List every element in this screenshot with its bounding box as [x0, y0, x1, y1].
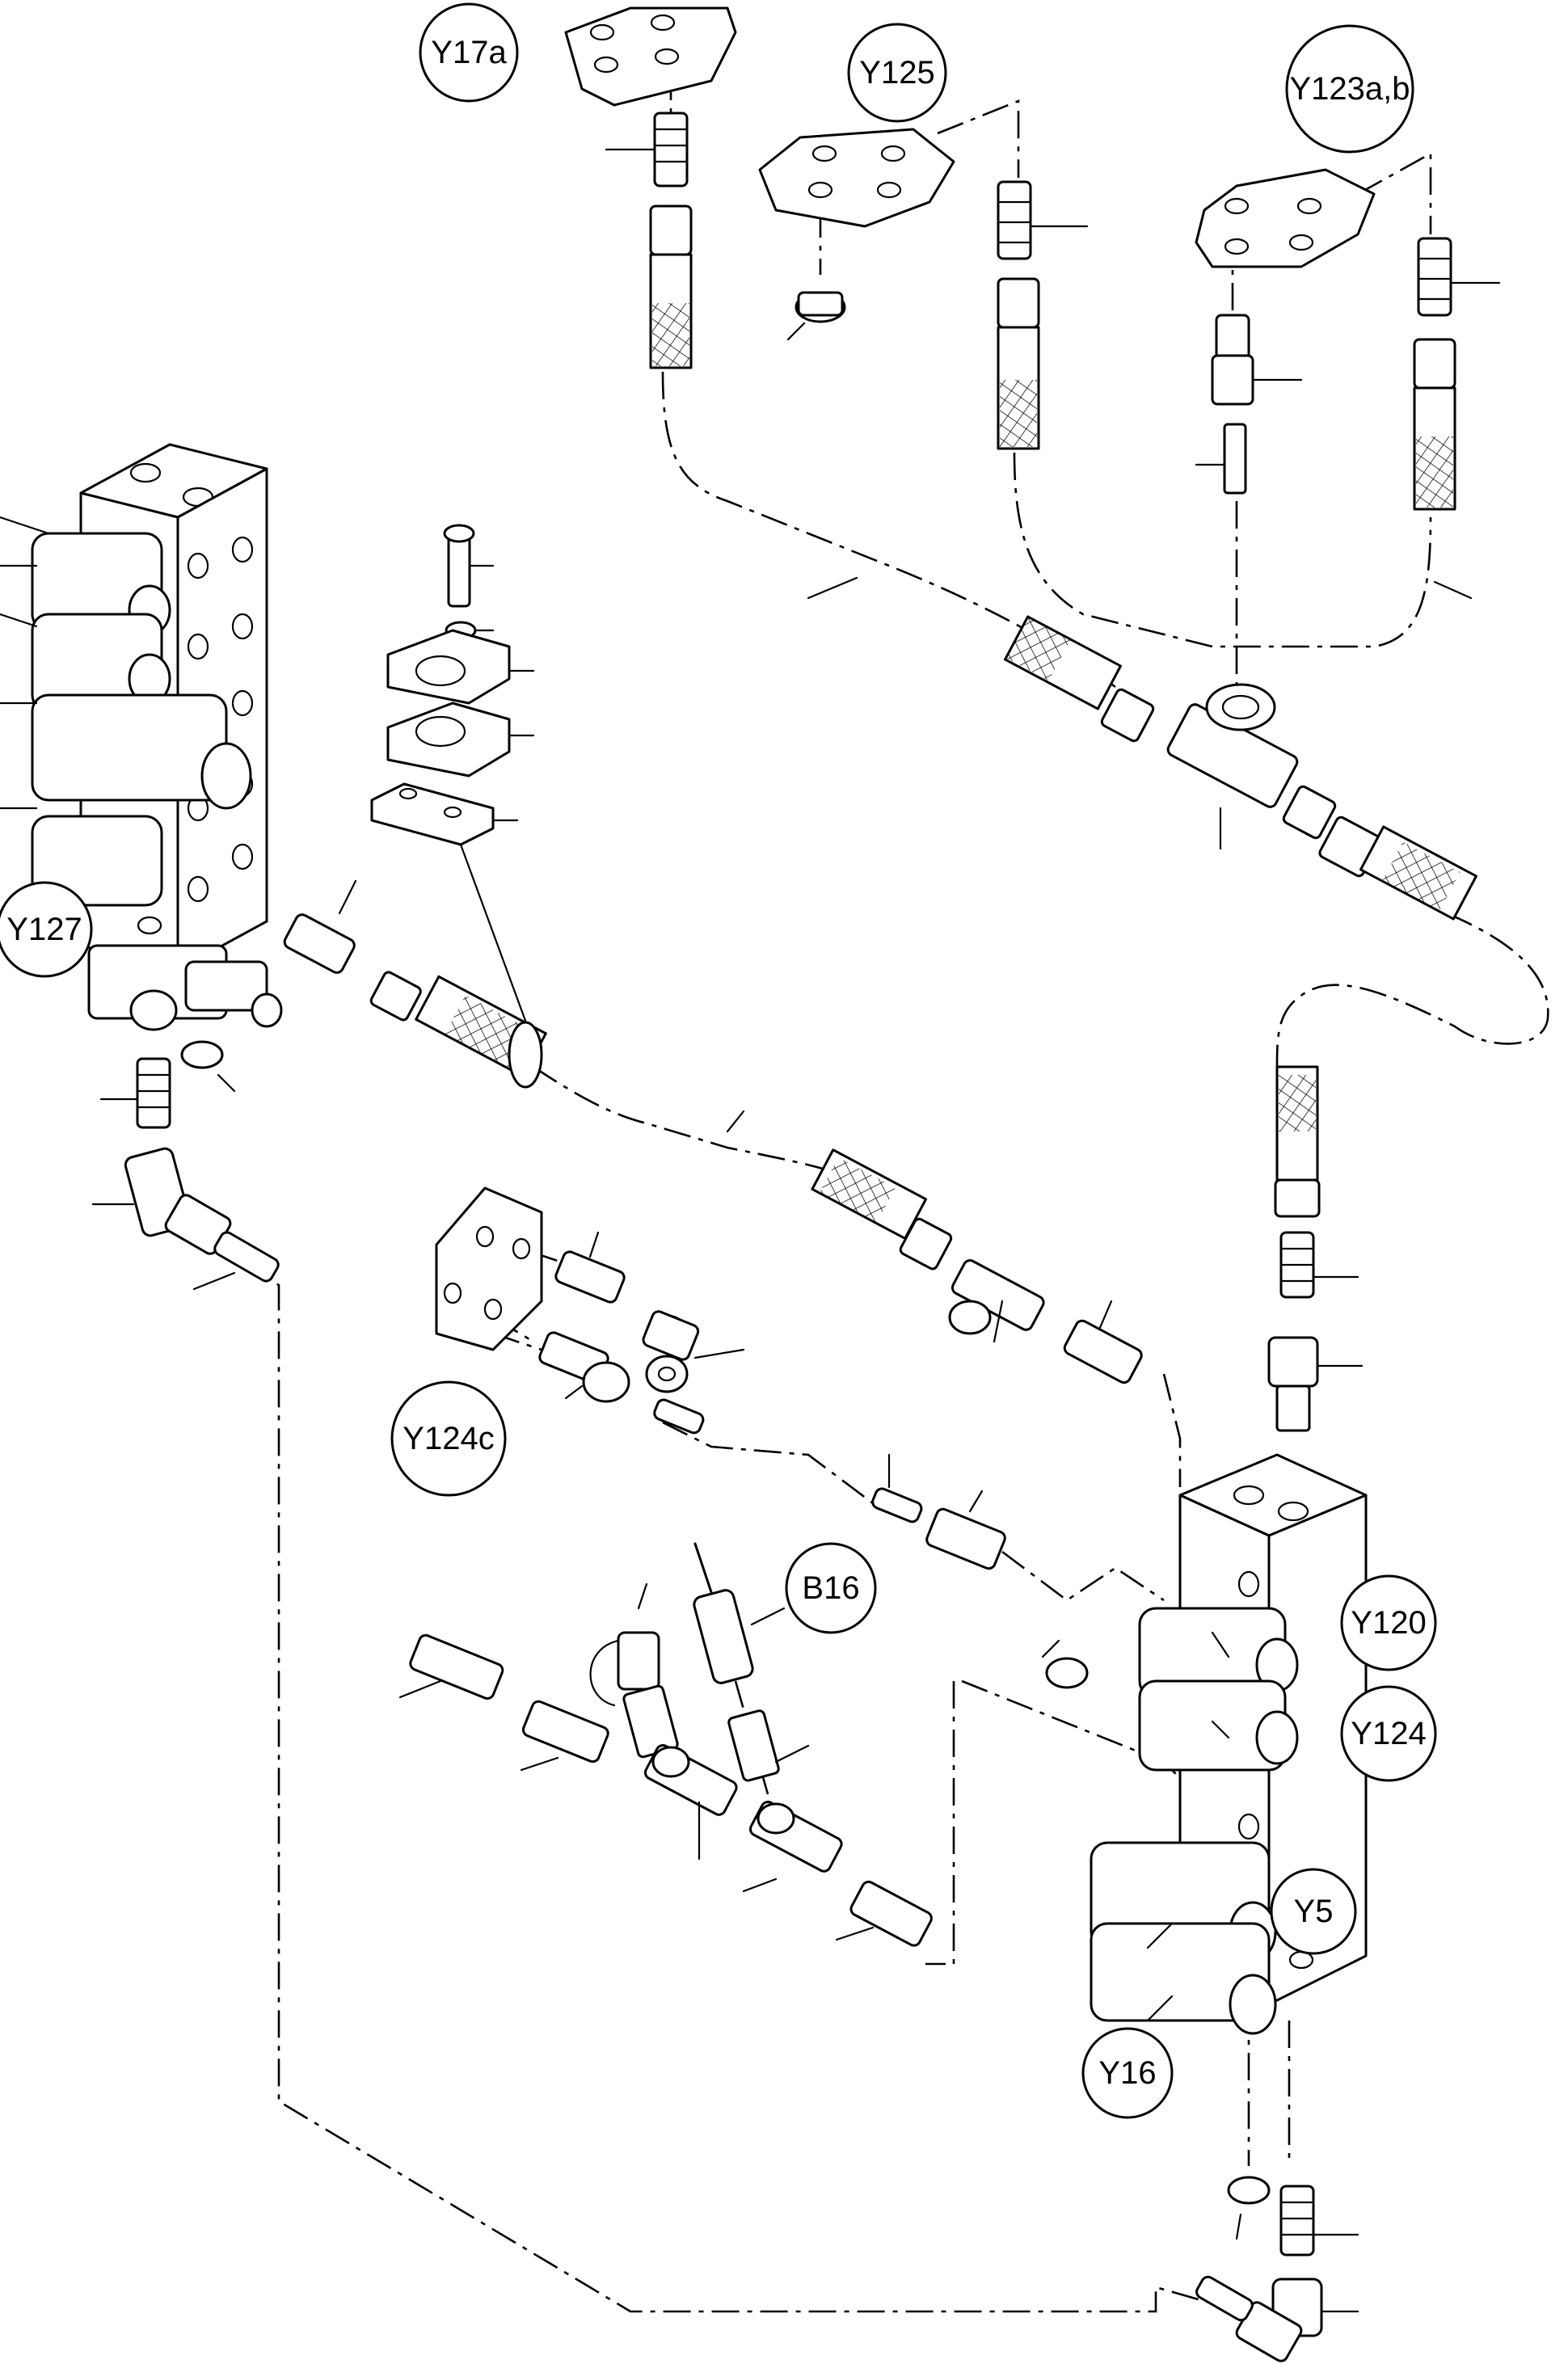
y124c-plate [435, 1186, 543, 1351]
bottom-pipe-stub [1195, 2275, 1254, 2322]
callout-y127: Y127 [0, 881, 93, 978]
bottom-fitting-1 [1279, 2185, 1315, 2257]
b16-fitting [727, 1709, 780, 1782]
left-valve-block [0, 443, 283, 1093]
left-lower-fitting-1 [136, 1057, 171, 1129]
left-lower-fittings [91, 1057, 280, 1291]
b16-cable [693, 1542, 713, 1594]
clamp-base-plate [370, 782, 495, 846]
label-y125: Y125 [859, 55, 934, 91]
y16-solenoid [1090, 1922, 1271, 2022]
b16-sensor-assembly [398, 1542, 933, 1947]
y123-fitting-right [1417, 237, 1452, 317]
callout-y5: Y5 [1270, 1868, 1357, 1955]
label-y5: Y5 [1294, 1894, 1334, 1929]
lower-left-fitting-1 [409, 1633, 504, 1700]
clamp-bolt [447, 532, 471, 608]
y124c-pin [653, 1398, 705, 1435]
hose-route-y17a [661, 371, 1116, 689]
label-y16: Y16 [1098, 2055, 1156, 2091]
callout-y16: Y16 [1081, 2027, 1174, 2119]
callout-y125: Y125 [847, 23, 947, 123]
upper-tee-assembly [807, 576, 1477, 921]
hose-sleeve [508, 1021, 543, 1089]
gauge-port-cap [617, 1631, 660, 1691]
lower-left-fitting-2 [521, 1700, 609, 1764]
valve-to-block-line [533, 1065, 890, 1198]
clamp-assembly [370, 524, 535, 1044]
inlet-fitting [925, 1507, 1006, 1570]
y125-assembly [758, 128, 1089, 450]
block-entry-line [1001, 1550, 1165, 1602]
callout-y120: Y120 [1340, 1574, 1437, 1671]
y124c-assembly [435, 1186, 745, 1435]
bottom-plug [1227, 2176, 1271, 2205]
label-y127: Y127 [6, 912, 82, 947]
vertical-fitting-2 [1267, 1336, 1319, 1388]
solenoid-4 [31, 815, 163, 907]
b16-sensor [693, 1589, 754, 1684]
y123-pin [1223, 423, 1247, 495]
cap-chain [589, 1639, 620, 1707]
y127-plug [180, 1040, 224, 1069]
callout-y124c: Y124c [390, 1380, 507, 1497]
y124c-line [662, 1421, 906, 1521]
right-vertical-hose [1267, 1065, 1364, 1432]
label-y120: Y120 [1351, 1605, 1426, 1641]
right-loop-line [1275, 912, 1549, 1068]
y124c-nut [645, 1355, 689, 1393]
callout-y124: Y124 [1340, 1685, 1437, 1782]
callout-y17a: Y17a [419, 2, 519, 103]
label-y123ab: Y123a,b [1289, 71, 1410, 107]
y124c-fitting-1 [554, 1250, 626, 1304]
label-y124: Y124 [1351, 1716, 1426, 1751]
label-y124c: Y124c [403, 1421, 494, 1456]
y17a-assembly [564, 6, 737, 369]
hose-route-y125 [1013, 452, 1432, 648]
callout-y123ab: Y123a,b [1285, 24, 1414, 154]
y17a-hose-nut [649, 204, 693, 256]
block-side-plug [1045, 1657, 1089, 1689]
outlet-fitting [283, 913, 356, 974]
solenoid-3 [31, 693, 228, 802]
y125-fitting-upper [997, 180, 1032, 260]
lower-outlet-fitting [849, 1880, 933, 1947]
y123-mounting-plate [1195, 168, 1376, 268]
left-long-line [234, 1259, 1213, 2313]
y17a-fitting-upper [653, 112, 689, 188]
y125-mounting-plate [758, 128, 955, 228]
left-pipe-stub [213, 1231, 280, 1283]
label-b16: B16 [802, 1570, 859, 1606]
inlet-pin [871, 1487, 923, 1523]
y123-connector-line [1357, 151, 1432, 234]
clamp-lower-half [386, 702, 511, 777]
y125-hose-nut [997, 277, 1040, 329]
y123-hose-nut [1413, 338, 1456, 390]
callout-b16: B16 [785, 1542, 877, 1634]
clamp-upper-half [386, 629, 511, 705]
y123ab-assembly [1195, 168, 1501, 600]
lower-loop-line [925, 1681, 955, 1966]
bottom-right-fittings [1195, 2176, 1359, 2362]
mid-tee-fitting [1063, 1319, 1143, 1384]
left-block-outlet [283, 879, 745, 1133]
right-valve-block [1041, 1453, 1368, 2035]
block-inlet-fittings [871, 1453, 1006, 1570]
tee-mid-line [1162, 1373, 1182, 1487]
label-y17a: Y17a [431, 35, 507, 70]
y17a-mounting-plate [564, 6, 737, 107]
tee-top-port [1205, 683, 1276, 731]
mid-tee-assembly [811, 1148, 1143, 1384]
y125-connector-line [937, 99, 1020, 178]
